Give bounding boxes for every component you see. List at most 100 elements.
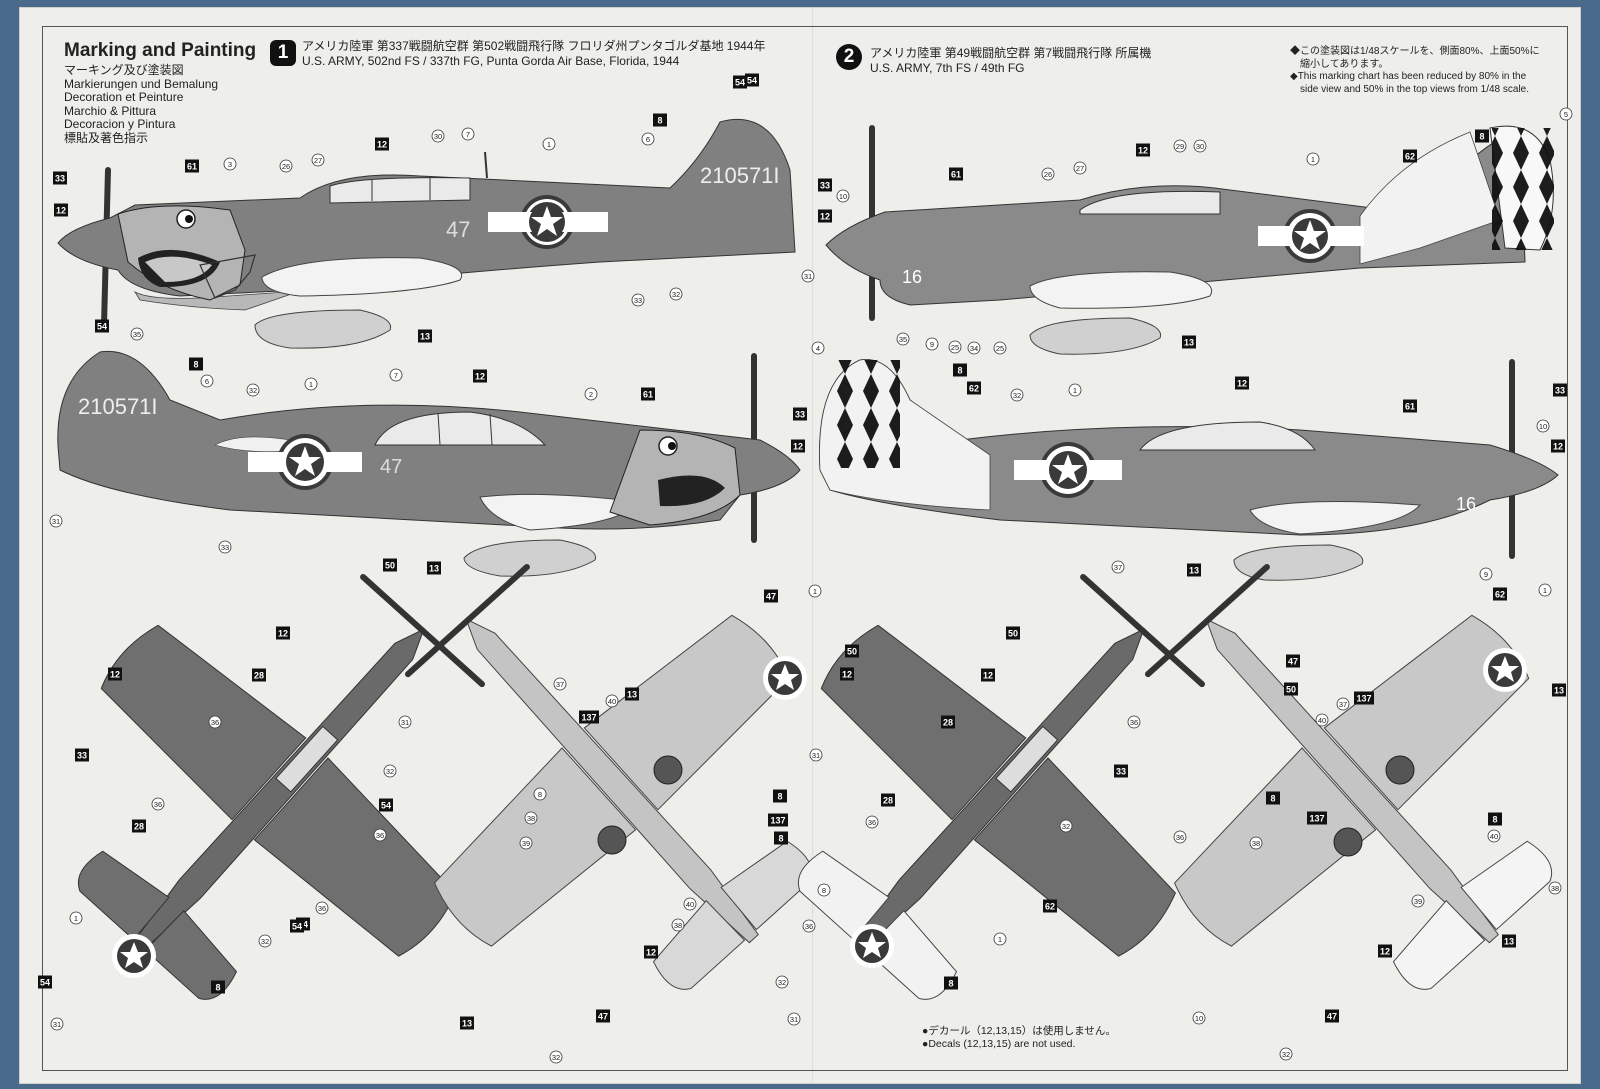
decal-number-circle: 30: [431, 129, 445, 143]
decal-number-box: 13: [427, 561, 441, 575]
decal-number-circle: 32: [258, 934, 272, 948]
decal-number-box: 28: [941, 715, 955, 729]
decal-number-circle: 1: [69, 911, 83, 925]
decal-number-circle: 37: [1111, 560, 1125, 574]
decal-number-box: 50: [1284, 682, 1298, 696]
page-fold: [812, 8, 814, 1083]
decal-number: 1: [1311, 155, 1315, 164]
decal-number-box: 33: [75, 748, 89, 762]
decal-number: 32: [1062, 822, 1070, 831]
decal-number: 4: [816, 344, 820, 353]
decal-number: 9: [930, 340, 934, 349]
decal-number: 5: [1564, 110, 1568, 119]
decal-number: 50: [385, 561, 395, 571]
svg-text:16: 16: [902, 267, 922, 287]
decal-number-box: 54: [95, 319, 109, 333]
decal-number-box: 47: [764, 589, 778, 603]
scale-note: ◆この塗装図は1/48スケールを、側面80%、上面50%に 縮小してあります。 …: [1290, 46, 1540, 96]
decal-number: 33: [55, 174, 65, 184]
decal-number: 37: [1114, 563, 1122, 572]
decal-number: 62: [1405, 152, 1415, 162]
decal-number: 8: [957, 366, 962, 376]
decal-number: 6: [205, 377, 209, 386]
decal-number: 1: [813, 587, 817, 596]
decal-number-circle: 31: [801, 269, 815, 283]
decal-number: 32: [261, 937, 269, 946]
decal-number-circle: 36: [1173, 830, 1187, 844]
decal-number-circle: 36: [865, 815, 879, 829]
decal-number: 54: [381, 801, 391, 811]
decal-number: 32: [249, 386, 257, 395]
decal-number: 7: [394, 371, 398, 380]
decal-number-circle: 6: [200, 374, 214, 388]
decal-number: 39: [1414, 897, 1422, 906]
decal-number-circle: 32: [1279, 1047, 1293, 1061]
decal-number-box: 8: [953, 363, 967, 377]
decal-number-box: 12: [818, 209, 832, 223]
decal-number: 31: [401, 718, 409, 727]
decal-number: 8: [1479, 132, 1484, 142]
decal-number-circle: 3: [223, 157, 237, 171]
decal-number: 12: [1380, 947, 1390, 957]
decal-number-box: 61: [185, 159, 199, 173]
decal-number: 12: [793, 442, 803, 452]
decal-number: 13: [1184, 338, 1194, 348]
decal-number: 50: [1286, 685, 1296, 695]
decal-number-box: 47: [1286, 654, 1300, 668]
decal-number: 27: [314, 156, 322, 165]
decal-number-box: 137: [768, 813, 788, 827]
page-frame: [42, 26, 1568, 1071]
scheme2-bottom-view: [1144, 564, 1553, 990]
decal-number: 27: [1076, 164, 1084, 173]
decal-number-circle: 1: [1538, 583, 1552, 597]
svg-text:16: 16: [1456, 494, 1476, 514]
scheme2-en: U.S. ARMY, 7th FS / 49th FG: [870, 61, 1025, 75]
decal-number: 36: [1176, 833, 1184, 842]
decal-number: 8: [657, 116, 662, 126]
decal-number-circle: 29: [1173, 139, 1187, 153]
decal-number: 33: [221, 543, 229, 552]
decal-number-box: 13: [1187, 563, 1201, 577]
decal-number-box: 33: [1114, 764, 1128, 778]
decal-number: 34: [970, 344, 978, 353]
decal-number: 40: [1490, 832, 1498, 841]
decal-number: 6: [646, 135, 650, 144]
decal-number: 61: [951, 170, 961, 180]
decal-number-circle: 31: [49, 514, 63, 528]
decal-number-circle: 30: [1193, 139, 1207, 153]
decal-number-box: 8: [774, 831, 788, 845]
decal-number-circle: 38: [1249, 836, 1263, 850]
decal-number: 12: [842, 670, 852, 680]
decal-number: 36: [211, 718, 219, 727]
decal-number-circle: 31: [50, 1017, 64, 1031]
decal-note: ●デカール（12,13,15）は使用しません。 ●Decals (12,13,1…: [922, 1025, 1116, 1051]
decal-number-box: 137: [579, 710, 599, 724]
decal-number: 12: [1553, 442, 1563, 452]
scheme1-jp: アメリカ陸軍 第337戦闘航空群 第502戦闘飛行隊 フロリダ州プンタゴルダ基地…: [302, 39, 766, 53]
decal-number-circle: 25: [948, 340, 962, 354]
decal-number-circle: 36: [802, 919, 816, 933]
decal-number: 12: [646, 948, 656, 958]
decal-number: 31: [812, 751, 820, 760]
decal-number: 32: [552, 1053, 560, 1062]
decal-number: 32: [386, 767, 394, 776]
decal-number-circle: 32: [775, 975, 789, 989]
scheme1-bottom-view: [404, 564, 813, 990]
decal-number: 50: [847, 647, 857, 657]
decal-number-circle: 27: [1073, 161, 1087, 175]
decal-number: 61: [1405, 402, 1415, 412]
decal-number-box: 62: [1043, 899, 1057, 913]
decal-number: 35: [133, 330, 141, 339]
decal-number: 38: [1252, 839, 1260, 848]
decal-number-circle: 32: [1010, 388, 1024, 402]
decal-number-circle: 31: [809, 748, 823, 762]
decal-number: 25: [951, 343, 959, 352]
decal-number: 31: [53, 1020, 61, 1029]
decal-number-box: 54: [379, 798, 393, 812]
decal-number: 40: [608, 697, 616, 706]
decal-number: 31: [804, 272, 812, 281]
decal-number-box: 13: [1552, 683, 1566, 697]
scheme1-side-view-left: 210571I 47: [57, 118, 796, 349]
decal-number: 30: [434, 132, 442, 141]
decal-number-circle: 2: [584, 387, 598, 401]
